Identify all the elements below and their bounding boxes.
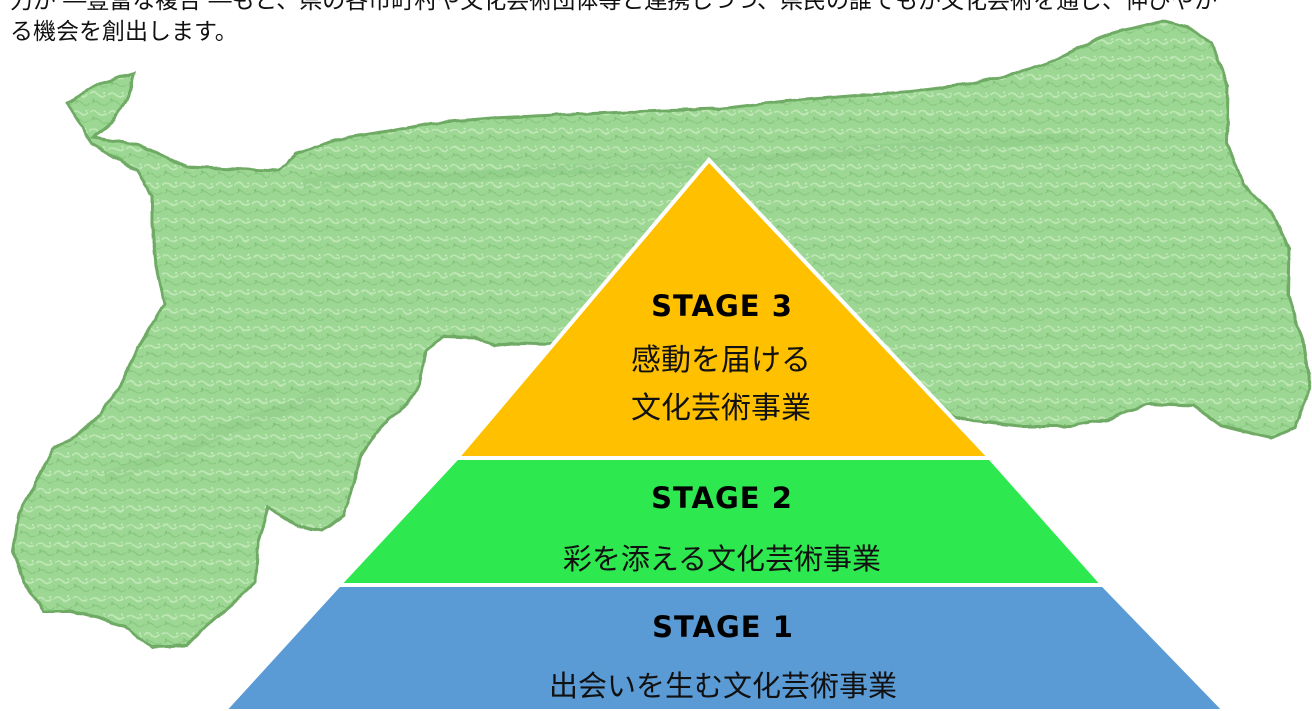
stage-1-title: STAGE 1 (652, 610, 794, 644)
map-shadow-ridge (302, 132, 1081, 189)
intro-line-1: 力が ―豊富な複合 ―もと、県の各市町村や文化芸術団体等と連携しつつ、県民の誰で… (10, 0, 1217, 14)
stage-3-title: STAGE 3 (651, 289, 793, 323)
intro-text: 力が ―豊富な複合 ―もと、県の各市町村や文化芸術団体等と連携しつつ、県民の誰で… (10, 0, 1300, 48)
stage-3-line-2: 文化芸術事業 (631, 391, 811, 426)
map-shadow-valley (103, 385, 337, 483)
stage-3-line-1: 感動を届ける (631, 343, 811, 378)
stage-1-trapezoid (221, 583, 1228, 711)
stage-1-line-1: 出会いを生む文化芸術事業 (549, 669, 897, 703)
intro-line-2: る機会を創出します。 (10, 19, 238, 45)
stage-2-title: STAGE 2 (651, 481, 793, 515)
stage-2-line-1: 彩を添える文化芸術事業 (563, 542, 881, 576)
